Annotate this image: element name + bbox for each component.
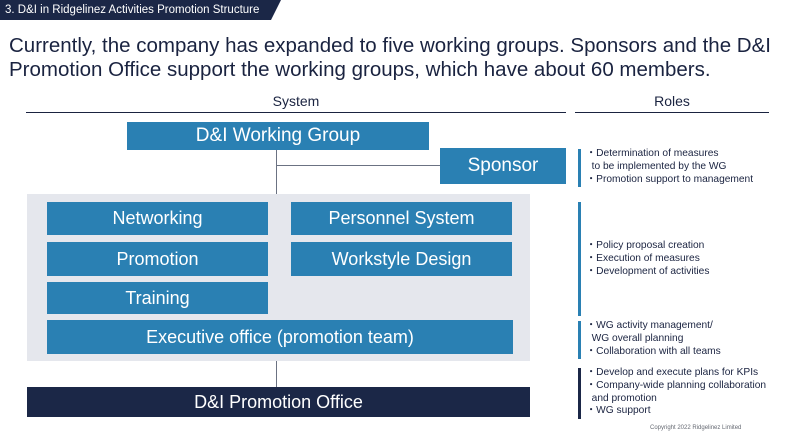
promotion-office-box: D&I Promotion Office	[27, 387, 530, 417]
role-bar-promotion-office	[578, 368, 581, 419]
main-connector-top	[276, 150, 277, 194]
role-line: WG overall planning	[586, 332, 684, 344]
page-headline: Currently, the company has expanded to f…	[9, 34, 771, 81]
role-text-promotion-office: ・Develop and execute plans for KPIs ・Com…	[586, 367, 786, 418]
role-line: ・Execution of measures	[586, 252, 700, 264]
dandi-working-group-box: D&I Working Group	[127, 122, 429, 150]
role-line: ・Determination of measures	[586, 148, 719, 159]
role-text-working-groups: ・Policy proposal creation ・Execution of …	[586, 240, 786, 278]
role-line: ・Develop and execute plans for KPIs	[586, 367, 759, 378]
role-line: and promotion	[586, 392, 657, 404]
networking-group-box: Networking	[47, 202, 268, 235]
section-tag: 3. D&I in Ridgelinez Activities Promotio…	[0, 0, 281, 20]
role-line: ・Policy proposal creation	[586, 240, 705, 251]
role-text-sponsor: ・Determination of measures to be impleme…	[586, 148, 786, 186]
training-group-box: Training	[47, 282, 268, 314]
role-line: ・WG support	[586, 405, 651, 417]
role-line: ・WG activity management/	[586, 320, 713, 331]
system-header-rule	[26, 112, 566, 113]
sponsor-connector	[276, 165, 440, 166]
executive-office-box: Executive office (promotion team)	[47, 320, 513, 354]
roles-header-rule	[575, 112, 769, 113]
workstyle-design-group-box: Workstyle Design	[291, 242, 512, 276]
role-text-executive-office: ・WG activity management/ WG overall plan…	[586, 320, 786, 358]
system-column-header: System	[272, 93, 320, 109]
role-bar-sponsor	[578, 149, 581, 187]
roles-column-header: Roles	[654, 93, 690, 109]
main-connector-bottom	[276, 361, 277, 387]
role-bar-executive-office	[578, 321, 581, 359]
role-line: ・Collaboration with all teams	[586, 345, 721, 357]
sponsor-box: Sponsor	[440, 148, 566, 184]
personnel-system-group-box: Personnel System	[291, 202, 512, 235]
copyright-notice: Copyright 2022 Ridgelinez Limited	[650, 425, 742, 431]
role-line: to be implemented by the WG	[586, 160, 727, 172]
role-line: ・Company-wide planning collaboration	[586, 379, 767, 391]
role-line: ・Development of activities	[586, 265, 710, 277]
promotion-group-box: Promotion	[47, 242, 268, 276]
role-bar-working-groups	[578, 202, 581, 316]
role-line: ・Promotion support to management	[586, 173, 754, 185]
